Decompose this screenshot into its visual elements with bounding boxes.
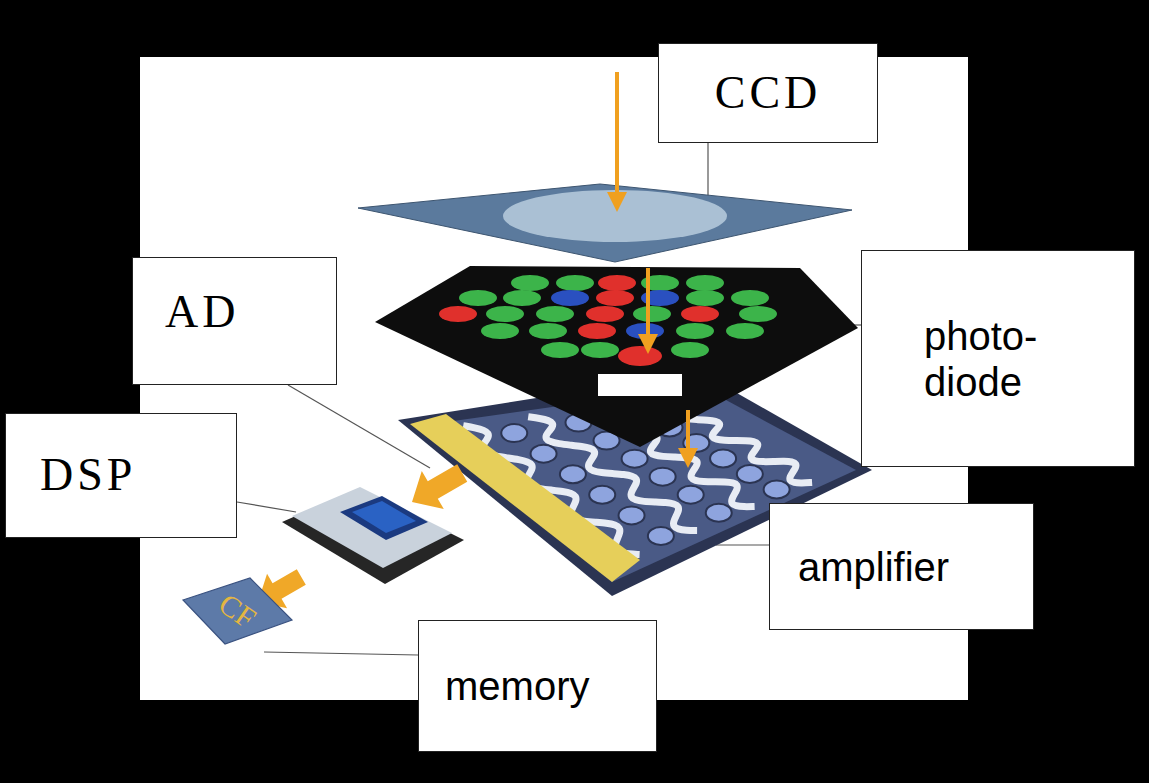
callout-text: amplifier xyxy=(798,544,949,590)
callout-box: AD xyxy=(132,257,337,385)
color-filter xyxy=(503,290,541,306)
pixel-well xyxy=(737,465,763,483)
dsp-die xyxy=(340,496,428,540)
pixel-well xyxy=(678,486,704,504)
pixel-well xyxy=(589,486,615,504)
color-filter xyxy=(676,323,714,339)
memory-card xyxy=(183,578,292,644)
dsp-chip xyxy=(282,488,464,584)
color-filter xyxy=(551,290,589,306)
callout-box: amplifier xyxy=(769,503,1034,630)
leader-line xyxy=(237,502,296,512)
color-filters xyxy=(439,275,777,366)
color-filter xyxy=(556,275,594,291)
color-filter xyxy=(511,275,549,291)
arrow-head xyxy=(678,448,698,468)
pixel-well xyxy=(622,450,648,468)
color-filter xyxy=(598,275,636,291)
color-filter xyxy=(726,323,764,339)
light-arrow xyxy=(615,72,619,196)
color-filter xyxy=(739,306,777,322)
color-filter xyxy=(618,346,662,366)
color-filter xyxy=(671,342,709,358)
pixel-well xyxy=(501,424,527,442)
color-filter xyxy=(536,306,574,322)
color-filter xyxy=(481,323,519,339)
light-arrow xyxy=(686,410,690,452)
lens xyxy=(358,184,852,262)
callout-box: memory xyxy=(418,620,657,752)
pixel-well xyxy=(706,504,732,522)
card-label: CF xyxy=(212,587,262,636)
pixel-well xyxy=(531,445,557,463)
dsp-die-face xyxy=(352,501,416,533)
pixel-well xyxy=(710,450,736,468)
color-filter xyxy=(541,342,579,358)
pixel-well xyxy=(648,527,674,545)
light-arrow xyxy=(646,268,650,338)
pixel-well xyxy=(619,506,645,524)
callout-text: photo- diode xyxy=(924,313,1114,405)
color-filter xyxy=(581,342,619,358)
color-filter xyxy=(486,306,524,322)
arrow-head xyxy=(607,192,627,212)
color-filter xyxy=(439,306,477,322)
color-filter xyxy=(633,306,671,322)
callout-text: memory xyxy=(445,663,589,709)
callout-text: CCD xyxy=(715,67,822,120)
color-filter xyxy=(596,290,634,306)
pixel-well xyxy=(560,465,586,483)
callout-box: CCD xyxy=(658,43,878,143)
callout-box: DSP xyxy=(5,413,237,538)
leader-line xyxy=(264,652,418,655)
color-filter xyxy=(586,306,624,322)
filter-layer xyxy=(375,266,858,447)
color-filter xyxy=(681,306,719,322)
flow-arrow xyxy=(401,454,473,521)
color-filter xyxy=(459,290,497,306)
color-filter xyxy=(686,290,724,306)
color-filter xyxy=(529,323,567,339)
dsp-chip-top xyxy=(292,487,452,568)
color-filter xyxy=(731,290,769,306)
leader-lines xyxy=(237,143,861,655)
callout-text: AD xyxy=(165,286,239,339)
callout-text: DSP xyxy=(40,449,136,502)
leader-line xyxy=(707,143,708,196)
arrow-head xyxy=(638,334,658,354)
callout-box: photo- diode xyxy=(861,250,1135,467)
lens-highlight xyxy=(503,190,727,242)
color-filter xyxy=(578,323,616,339)
readout-strip xyxy=(410,414,640,582)
pixel-well xyxy=(764,480,790,498)
pixel-well xyxy=(650,468,676,486)
color-filter xyxy=(686,275,724,291)
blank-patch xyxy=(598,374,682,396)
leader-line xyxy=(716,544,769,545)
